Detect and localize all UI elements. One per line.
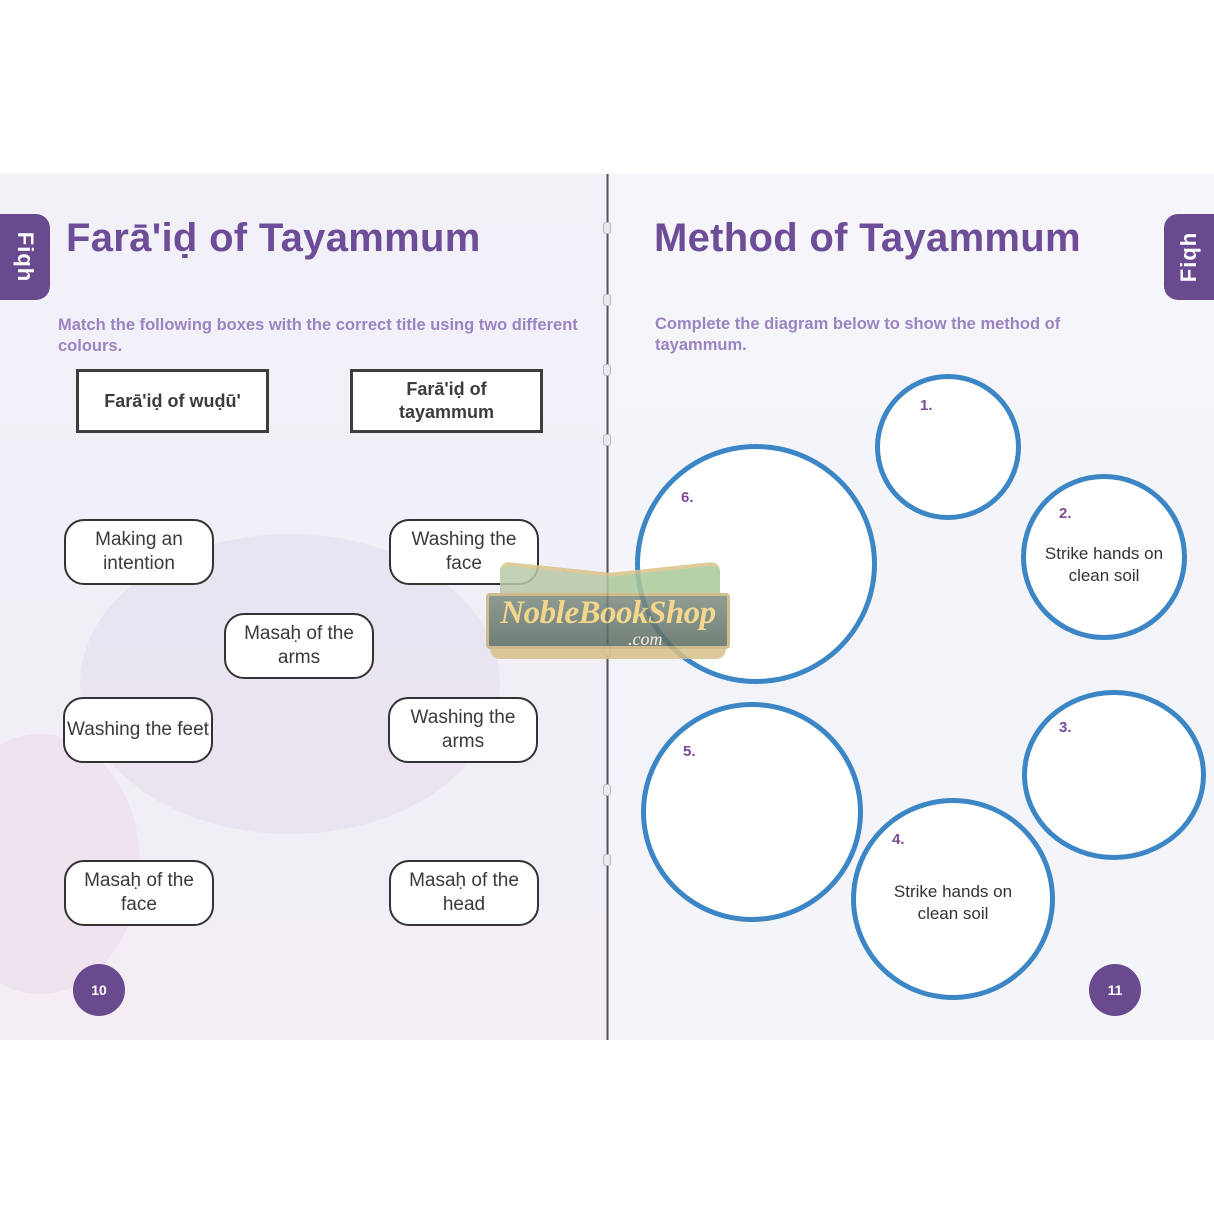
step-number: 5. — [683, 743, 696, 760]
match-item-label: Washing the arms — [410, 707, 516, 752]
book-spread: Fiqh Farā'iḍ of Tayammum Match the follo… — [0, 174, 1214, 1040]
binding-stitch — [603, 294, 611, 306]
section-tab-label: Fiqh — [1176, 231, 1201, 283]
step-circle-5[interactable]: 5. — [641, 702, 863, 922]
title-box-label: Farā'iḍ of tayammum — [398, 379, 495, 422]
match-item-label: Making an intention — [95, 529, 183, 574]
title-box-label: Farā'iḍ of wuḍū' — [104, 390, 241, 411]
step-number: 3. — [1059, 719, 1072, 736]
match-item-label: Washing the face — [411, 529, 517, 574]
title-box-wudu[interactable]: Farā'iḍ of wuḍū' — [76, 369, 269, 433]
step-circle-6[interactable]: 6. — [635, 444, 877, 684]
match-item-masah-face[interactable]: Masaḥ of the face — [64, 860, 214, 926]
match-item-masah-arms[interactable]: Masaḥ of the arms — [224, 613, 374, 679]
step-number: 4. — [892, 831, 905, 848]
binding-stitch — [603, 854, 611, 866]
step-text: Strike hands on clean soil — [893, 882, 1013, 923]
step-text: Strike hands on clean soil — [1044, 544, 1164, 585]
match-item-washing-arms[interactable]: Washing the arms — [388, 697, 538, 763]
match-item-washing-feet[interactable]: Washing the feet — [63, 697, 213, 763]
binding-stitch — [603, 644, 611, 656]
page-number: 11 — [1089, 964, 1141, 1016]
step-number: 6. — [681, 489, 694, 506]
match-item-label: Masaḥ of the arms — [244, 623, 354, 668]
title-box-tayammum[interactable]: Farā'iḍ of tayammum — [350, 369, 543, 433]
match-item-label: Masaḥ of the head — [409, 870, 519, 915]
step-circle-3[interactable]: 3. — [1022, 690, 1206, 860]
step-circle-2[interactable]: 2. Strike hands on clean soil — [1021, 474, 1187, 640]
section-tab-fiqh: Fiqh — [1164, 214, 1214, 300]
match-item-washing-face[interactable]: Washing the face — [389, 519, 539, 585]
step-number: 1. — [920, 397, 933, 414]
match-item-masah-head[interactable]: Masaḥ of the head — [389, 860, 539, 926]
binding-stitch — [603, 364, 611, 376]
section-tab-label: Fiqh — [13, 231, 38, 283]
page-title: Method of Tayammum — [654, 216, 1081, 260]
step-circle-1[interactable]: 1. — [875, 374, 1021, 520]
right-page: Method of Tayammum Fiqh Complete the dia… — [608, 174, 1214, 1040]
binding-stitch — [603, 222, 611, 234]
match-item-making-intention[interactable]: Making an intention — [64, 519, 214, 585]
binding-stitch — [603, 434, 611, 446]
section-tab-fiqh: Fiqh — [0, 214, 50, 300]
match-item-label: Masaḥ of the face — [84, 870, 194, 915]
left-page: Fiqh Farā'iḍ of Tayammum Match the follo… — [0, 174, 608, 1040]
step-circle-4[interactable]: 4. Strike hands on clean soil — [851, 798, 1055, 1000]
instruction-text: Complete the diagram below to show the m… — [655, 315, 1061, 354]
match-item-label: Washing the feet — [67, 719, 209, 740]
instruction-text: Match the following boxes with the corre… — [58, 316, 578, 355]
page-title: Farā'iḍ of Tayammum — [66, 216, 481, 260]
binding-stitch — [603, 784, 611, 796]
step-number: 2. — [1059, 505, 1072, 522]
page-number: 10 — [73, 964, 125, 1016]
